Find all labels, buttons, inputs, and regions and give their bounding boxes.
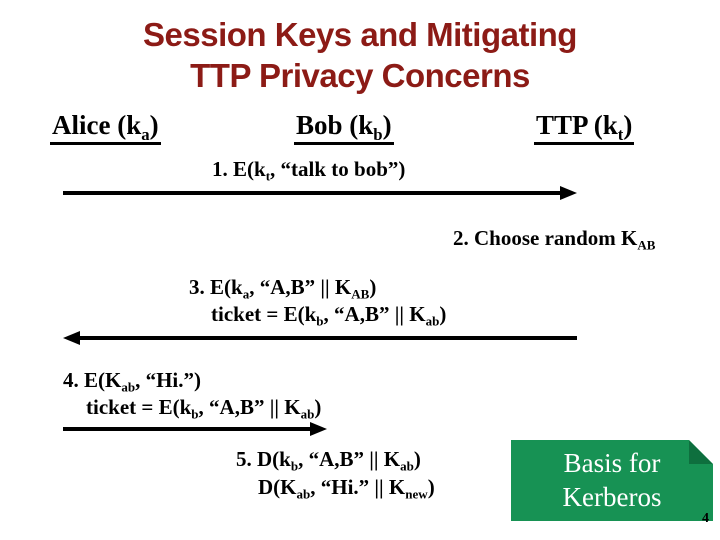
message-arrow-4-alice-to-bob [63,422,327,436]
actor-header-alice: Alice (ka) [50,110,161,145]
message-arrow-3-ttp-to-alice [63,331,577,345]
slide-title: Session Keys and Mitigating TTP Privacy … [0,14,720,96]
step-4-label-line-1: 4. E(Kab, “Hi.”) [63,368,202,395]
message-arrow-1-alice-to-ttp [63,186,577,200]
step-5-label-line-2: D(Kab, “Hi.” || Knew) [258,475,435,502]
arrow-head-right-icon [560,186,577,200]
arrow-head-left-icon [63,331,80,345]
title-line-2: TTP Privacy Concerns [190,57,530,94]
arrow-shaft [73,336,577,340]
actor-header-bob: Bob (kb) [294,110,394,145]
callout-line-1: Basis for [563,448,661,478]
arrow-head-right-icon [310,422,327,436]
page-number: 4 [702,511,709,526]
step-4-label-line-2: ticket = E(kb, “A,B” || Kab) [86,395,322,422]
step-3-label-line-2: ticket = E(kb, “A,B” || Kab) [211,302,447,329]
step-5-label-line-1: 5. D(kb, “A,B” || Kab) [236,447,421,474]
step-3-label-line-1: 3. E(ka, “A,B” || KAB) [189,275,377,302]
basis-for-kerberos-callout: Basis for Kerberos [511,440,713,521]
arrow-shaft [63,427,317,431]
actor-header-ttp: TTP (kt) [534,110,635,145]
title-line-1: Session Keys and Mitigating [143,16,577,53]
step-1-label: 1. E(kt, “talk to bob”) [212,157,406,184]
folded-corner-icon [689,440,713,464]
step-2-label: 2. Choose random KAB [453,226,656,253]
arrow-shaft [63,191,567,195]
callout-line-2: Kerberos [562,482,662,512]
